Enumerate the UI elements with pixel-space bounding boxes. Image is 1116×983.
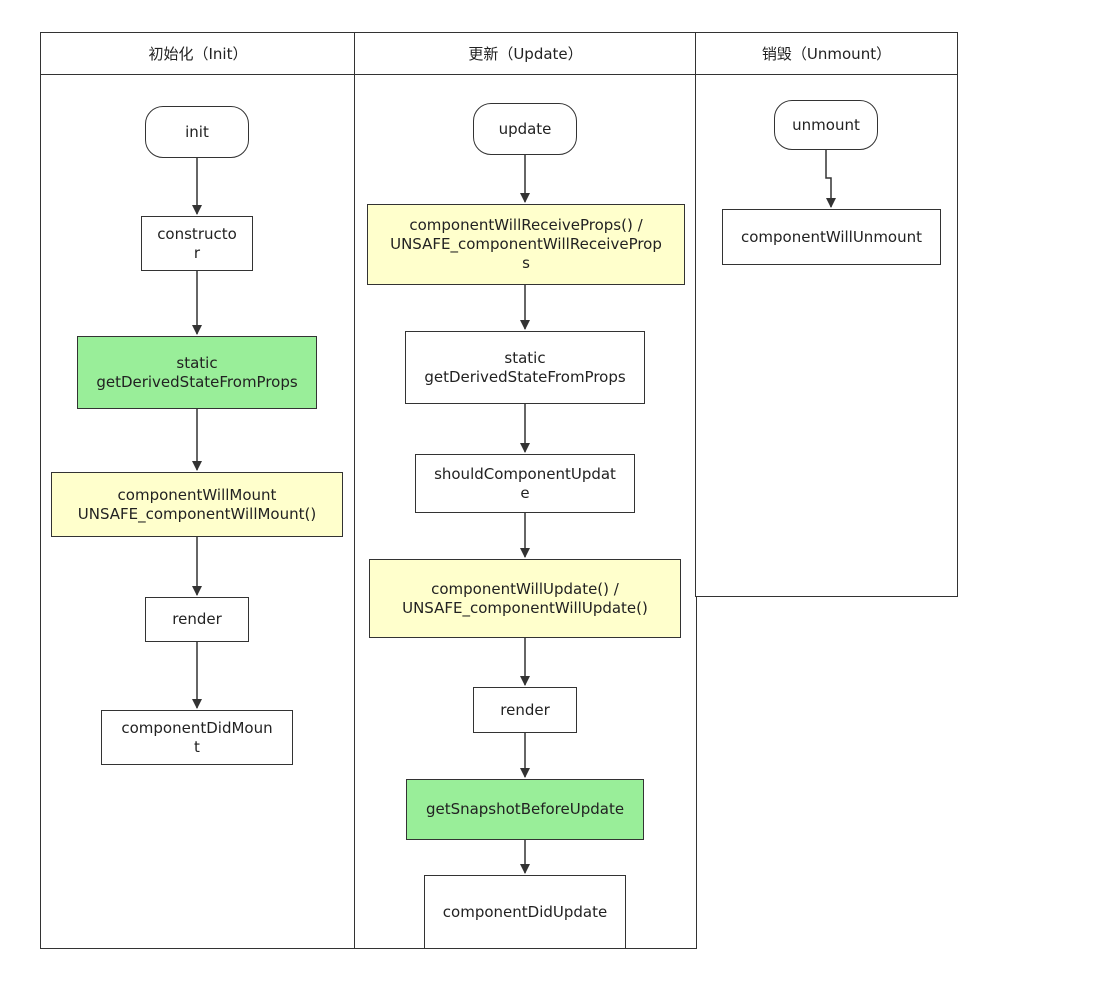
node-component-did-mount: componentDidMoun t	[101, 710, 293, 765]
node-update-get-derived-state: static getDerivedStateFromProps	[405, 331, 645, 404]
lane-unmount-title: 销毁（Unmount）	[696, 33, 957, 75]
node-update-render: render	[473, 687, 577, 733]
node-init-start: init	[145, 106, 249, 158]
node-component-will-update: componentWillUpdate() / UNSAFE_component…	[369, 559, 681, 638]
node-component-did-update: componentDidUpdate	[424, 875, 626, 949]
node-update-start: update	[473, 103, 577, 155]
node-should-component-update: shouldComponentUpdat e	[415, 454, 635, 513]
node-constructor: constructo r	[141, 216, 253, 271]
node-unmount-start: unmount	[774, 100, 878, 150]
node-get-snapshot-before-update: getSnapshotBeforeUpdate	[406, 779, 644, 840]
node-component-will-receive-props: componentWillReceiveProps() / UNSAFE_com…	[367, 204, 685, 285]
node-component-will-unmount: componentWillUnmount	[722, 209, 941, 265]
node-component-will-mount: componentWillMount UNSAFE_componentWillM…	[51, 472, 343, 537]
lane-update-title: 更新（Update）	[355, 33, 696, 75]
lane-init-title: 初始化（Init）	[41, 33, 355, 75]
arrow-unmount-to-willunmount	[825, 150, 836, 208]
node-init-get-derived-state: static getDerivedStateFromProps	[77, 336, 317, 409]
node-init-render: render	[145, 597, 249, 642]
